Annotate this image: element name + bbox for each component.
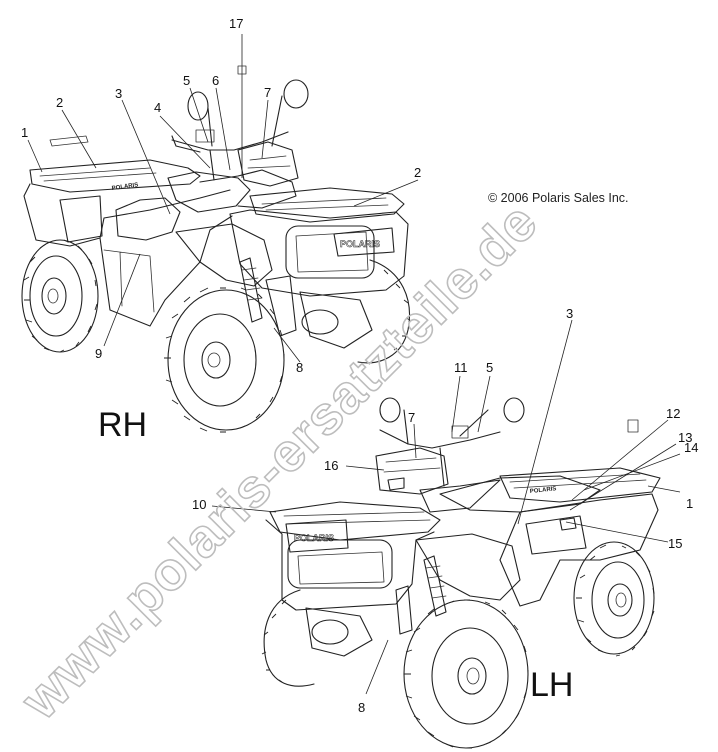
rh-front-wheel	[164, 287, 285, 433]
lh-body: POLARIS POLARIS	[265, 447, 661, 657]
atv-rh-illustration: POLARIS POLARIS	[21, 79, 411, 433]
leader-lines	[27, 34, 681, 695]
callout-lh-13: 13	[678, 430, 692, 445]
callout-lh-8: 8	[358, 700, 365, 715]
lh-tank-badge: POLARIS	[530, 486, 557, 495]
atv-lh-illustration: POLARIS POLARIS	[261, 397, 661, 749]
callout-lh-1: 1	[686, 496, 693, 511]
callout-lh-12: 12	[666, 406, 680, 421]
callout-numbers-lh: 3 11 5 7 12 13 14 16 1 10 15 8	[192, 306, 698, 715]
view-label-rh: RH	[98, 406, 147, 444]
rh-front-badge: POLARIS	[340, 239, 380, 249]
watermark-text: www.polaris-ersatzteile.de	[9, 192, 549, 732]
callout-rh-7: 7	[264, 85, 271, 100]
view-label-lh: LH	[530, 666, 573, 704]
lh-rear-wheel	[573, 541, 655, 657]
callout-lh-15: 15	[668, 536, 682, 551]
callout-rh-9: 9	[95, 346, 102, 361]
callout-lh-14: 14	[684, 440, 698, 455]
rh-rear-wheel	[21, 239, 99, 353]
lh-handlebar	[379, 397, 525, 487]
rh-handlebar	[171, 79, 309, 181]
callout-rh-2a: 2	[56, 95, 63, 110]
callout-lh-16: 16	[324, 458, 338, 473]
callout-rh-2b: 2	[414, 165, 421, 180]
callout-lh-10: 10	[192, 497, 206, 512]
callout-rh-4: 4	[154, 100, 161, 115]
lh-front-badge: POLARIS	[294, 533, 334, 543]
callout-rh-1: 1	[21, 125, 28, 140]
callout-rh-17: 17	[229, 16, 243, 31]
copyright-notice: © 2006 Polaris Sales Inc.	[488, 191, 629, 205]
callout-rh-8: 8	[296, 360, 303, 375]
rh-tank-badge: POLARIS	[111, 182, 138, 192]
callout-numbers-rh: 17 2 3 5 6 4 7 1 2 9 8	[21, 16, 421, 375]
callout-rh-5: 5	[183, 73, 190, 88]
callout-lh-5: 5	[486, 360, 493, 375]
callout-rh-6: 6	[212, 73, 219, 88]
lh-front-wheel	[403, 599, 529, 749]
callout-rh-3: 3	[115, 86, 122, 101]
rh-front-far-wheel	[357, 259, 411, 364]
rh-body: POLARIS POLARIS	[23, 141, 409, 349]
callout-lh-3: 3	[566, 306, 573, 321]
callout-lh-11: 11	[454, 360, 468, 375]
callout-lh-7: 7	[408, 410, 415, 425]
